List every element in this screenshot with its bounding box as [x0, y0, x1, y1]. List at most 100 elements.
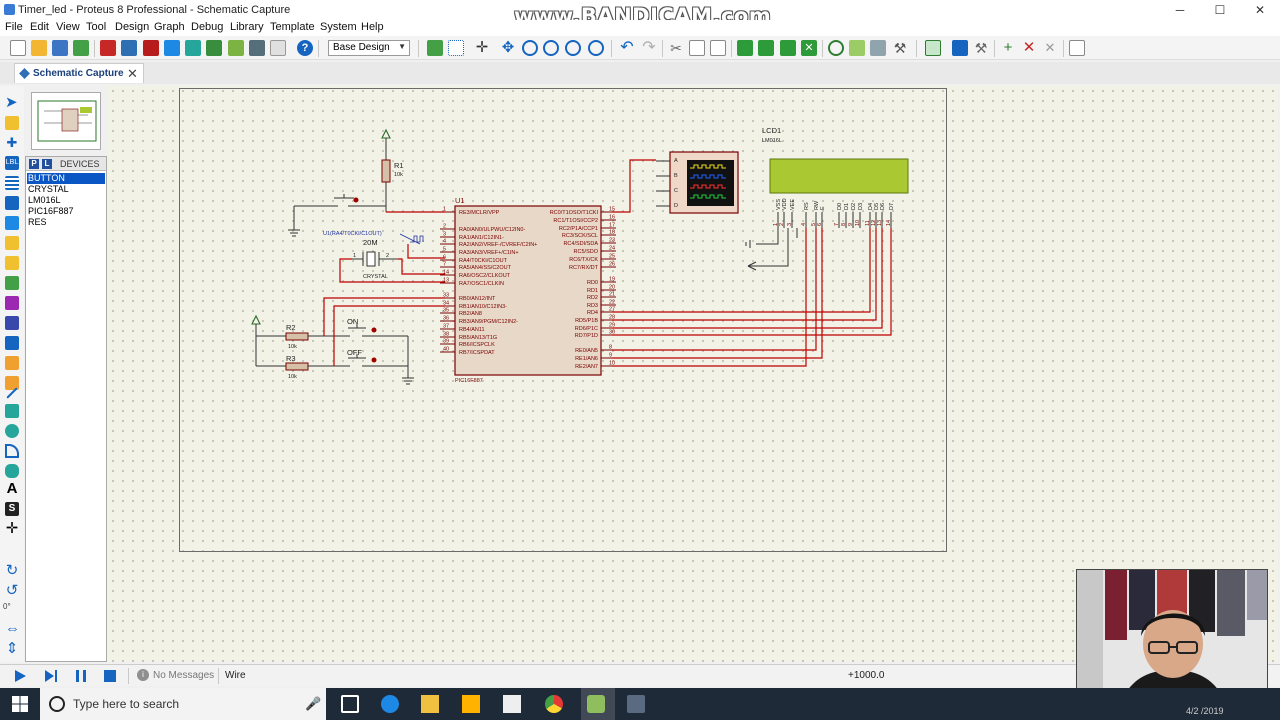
mirror-y-icon[interactable]: ⇕	[5, 640, 19, 657]
marker-tool-icon[interactable]: ✛	[5, 520, 19, 537]
pcb-icon[interactable]	[143, 40, 159, 56]
library-manager-button[interactable]: L	[42, 159, 52, 169]
text-script-icon[interactable]	[5, 176, 19, 190]
terminals-icon[interactable]	[5, 236, 19, 250]
mirror-x-icon[interactable]: ⇔	[5, 620, 20, 637]
on-off-buttons[interactable]: R2 10k R3 10k ON OFF	[251, 297, 445, 385]
menu-help[interactable]: Help	[361, 21, 384, 33]
edge-browser-icon[interactable]	[381, 695, 399, 713]
import-icon[interactable]	[73, 40, 89, 56]
step-icon[interactable]	[43, 668, 59, 684]
zoom-area-icon[interactable]	[588, 40, 604, 56]
make-device-icon[interactable]	[849, 40, 865, 56]
device-item[interactable]: LM016L	[28, 195, 61, 205]
pan-icon[interactable]: ✥	[501, 39, 515, 56]
design-variant-dropdown[interactable]: Base Design ▼	[328, 40, 410, 56]
cut-icon[interactable]: ✂	[670, 40, 682, 56]
windows-start-icon[interactable]	[11, 695, 29, 713]
block-delete-icon[interactable]: ✕	[801, 40, 817, 56]
circle-tool-icon[interactable]	[5, 424, 19, 438]
crystal-20m[interactable]: 20M 1 2 CRYSTAL	[339, 238, 445, 283]
pick-device-icon[interactable]	[828, 40, 844, 56]
menu-graph[interactable]: Graph	[154, 21, 185, 33]
block-copy-icon[interactable]	[737, 40, 753, 56]
tape-recorder-icon[interactable]	[5, 296, 19, 310]
home-icon[interactable]	[100, 40, 116, 56]
oscilloscope[interactable]: A B C D	[612, 151, 739, 214]
play-icon[interactable]	[12, 668, 28, 684]
overview-window[interactable]	[31, 92, 101, 150]
lcd-lm016l[interactable]: LCD1 LM016L VSS1VDD2VEE3RS4RW5E6D07D18D2…	[612, 126, 909, 367]
pick-devices-button[interactable]: P	[29, 159, 39, 169]
text-tool-icon[interactable]: A	[6, 480, 18, 497]
netlist-icon[interactable]	[249, 40, 265, 56]
generator-icon[interactable]	[5, 316, 19, 330]
design-explorer-icon[interactable]	[1069, 40, 1085, 56]
refresh-icon[interactable]	[427, 40, 443, 56]
file-explorer-icon[interactable]	[421, 695, 439, 713]
wire-autorouter-icon[interactable]	[925, 40, 941, 56]
paste-icon[interactable]	[710, 40, 726, 56]
remove-sheet-icon[interactable]: ✕	[1022, 39, 1036, 56]
block-rotate-icon[interactable]	[780, 40, 796, 56]
block-move-icon[interactable]	[758, 40, 774, 56]
wire-label-icon[interactable]: LBL	[5, 156, 19, 170]
mail-icon[interactable]	[503, 695, 521, 713]
menu-edit[interactable]: Edit	[30, 21, 49, 33]
device-item[interactable]: PIC16F887	[28, 206, 74, 216]
buses-icon[interactable]	[5, 196, 19, 210]
schematic-icon[interactable]	[121, 40, 137, 56]
new-icon[interactable]	[10, 40, 26, 56]
task-view-icon[interactable]	[341, 695, 359, 713]
open-icon[interactable]	[31, 40, 47, 56]
rotation-angle[interactable]: 0°	[3, 602, 11, 611]
path-tool-icon[interactable]	[5, 464, 19, 478]
bandicam-taskbar-icon[interactable]	[627, 695, 645, 713]
voltage-probe-icon[interactable]	[5, 336, 19, 350]
redo-icon[interactable]: ↷	[642, 39, 656, 56]
stop-icon[interactable]	[102, 668, 118, 684]
device-item[interactable]: RES	[28, 217, 47, 227]
pause-icon[interactable]	[73, 668, 89, 684]
bom-icon[interactable]	[206, 40, 222, 56]
virtual-instruments-icon[interactable]	[5, 376, 19, 390]
new-sheet-icon[interactable]: +	[1003, 39, 1013, 56]
origin-icon[interactable]: ✛	[475, 39, 489, 56]
chrome-icon[interactable]	[545, 695, 563, 713]
junction-dot-icon[interactable]: ✚	[6, 135, 18, 150]
rotate-ccw-icon[interactable]: ↺	[5, 582, 19, 599]
microphone-icon[interactable]: 🎤	[305, 696, 322, 711]
zoom-out-icon[interactable]	[543, 40, 559, 56]
menu-design[interactable]: Design	[115, 21, 150, 33]
taskbar-search-box[interactable]: Type here to search 🎤	[40, 688, 326, 720]
gallery-icon[interactable]	[164, 40, 180, 56]
close-window-button[interactable]: ✕	[1254, 3, 1266, 17]
zoom-in-icon[interactable]	[522, 40, 538, 56]
undo-icon[interactable]: ↶	[620, 39, 634, 56]
zoom-all-icon[interactable]	[565, 40, 581, 56]
close-tab-icon[interactable]: ✕	[127, 66, 138, 81]
rotate-cw-icon[interactable]: ↻	[5, 562, 19, 579]
graph-mode-icon[interactable]	[5, 276, 19, 290]
component-mode-icon[interactable]	[5, 116, 19, 130]
messages-status[interactable]: No Messages	[153, 670, 215, 681]
proteus-taskbar-icon[interactable]	[587, 695, 605, 713]
tab-schematic-capture[interactable]: Schematic Capture ✕	[14, 63, 144, 83]
device-pins-icon[interactable]	[5, 256, 19, 270]
menu-view[interactable]: View	[56, 21, 80, 33]
menu-debug[interactable]: Debug	[191, 21, 224, 33]
grid-icon[interactable]	[448, 40, 464, 56]
subcircuit-icon[interactable]	[5, 216, 19, 230]
minimize-button[interactable]: ─	[1175, 3, 1185, 17]
device-item[interactable]: BUTTON	[27, 173, 105, 184]
reset-circuit[interactable]: R1 10k	[288, 128, 445, 237]
symbol-tool-icon[interactable]: S	[5, 502, 19, 516]
menu-system[interactable]: System	[320, 21, 357, 33]
box-tool-icon[interactable]	[5, 404, 19, 418]
save-icon[interactable]	[52, 40, 68, 56]
packaging-icon[interactable]	[870, 40, 886, 56]
notes-icon[interactable]	[270, 40, 286, 56]
menu-library[interactable]: Library	[230, 21, 264, 33]
device-item[interactable]: CRYSTAL	[28, 184, 69, 194]
spice-icon[interactable]	[228, 40, 244, 56]
